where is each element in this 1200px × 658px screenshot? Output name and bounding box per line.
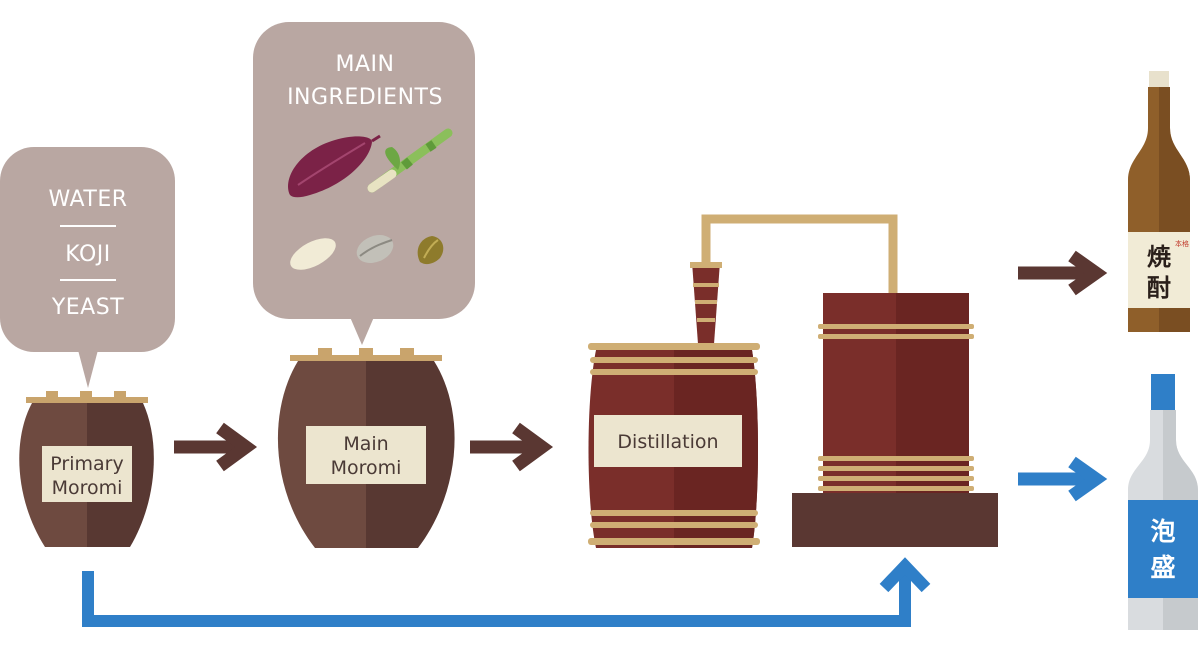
- barley-grain-icon: [356, 235, 394, 263]
- shochu-kanji-2: 酎: [1147, 274, 1171, 302]
- shochu-bottle: 焼 酎 本格: [1128, 71, 1190, 332]
- primary-moromi-label-line1: Primary: [50, 453, 123, 475]
- bubble-yeast-text: YEAST: [51, 295, 124, 320]
- bubble-main-title-line2: INGREDIENTS: [287, 85, 443, 110]
- main-moromi-label-plate: [306, 426, 426, 484]
- distillation-barrel: Distillation: [588, 343, 760, 548]
- main-moromi-label-line2: Moromi: [331, 457, 402, 479]
- shochu-kanji-1: 焼: [1147, 243, 1171, 271]
- condenser-tank: [792, 293, 998, 547]
- primary-ingredients-bubble: WATER KOJI YEAST: [0, 147, 175, 388]
- bubble-koji-text: KOJI: [65, 242, 111, 267]
- sweet-potato-icon: [288, 134, 381, 198]
- primary-moromi-label-line2: Moromi: [52, 477, 123, 499]
- main-moromi-pot: Main Moromi: [277, 348, 455, 548]
- arrow-primary-to-main: [174, 422, 258, 472]
- distillation-label: Distillation: [617, 431, 718, 453]
- distillation-label-plate: [594, 415, 742, 467]
- awamori-kanji-1: 泡: [1150, 517, 1175, 546]
- bubble-water-text: WATER: [48, 187, 127, 212]
- main-moromi-label-line1: Main: [343, 433, 388, 455]
- arrow-to-awamori: [1018, 456, 1108, 502]
- arrow-to-shochu: [1018, 250, 1108, 296]
- shochu-seal: 本格: [1175, 239, 1189, 248]
- awamori-kanji-2: 盛: [1150, 553, 1175, 582]
- primary-moromi-label-plate: [42, 446, 132, 502]
- bubble-main-title-line1: MAIN: [336, 52, 395, 77]
- awamori-bottle: 泡 盛: [1128, 374, 1198, 630]
- awamori-label: [1128, 500, 1198, 598]
- distillation-pipe: [701, 214, 898, 293]
- primary-moromi-pot: Primary Moromi: [19, 391, 154, 547]
- awamori-flow-line: [82, 557, 931, 627]
- sugar-cane-icon: [367, 128, 453, 193]
- arrow-main-to-still: [470, 422, 554, 472]
- still-column: [690, 262, 722, 344]
- buckwheat-grain-icon: [417, 236, 444, 265]
- main-ingredients-bubble: MAIN INGREDIENTS: [253, 22, 475, 345]
- rice-grain-icon: [290, 238, 336, 270]
- shochu-label: [1128, 232, 1190, 308]
